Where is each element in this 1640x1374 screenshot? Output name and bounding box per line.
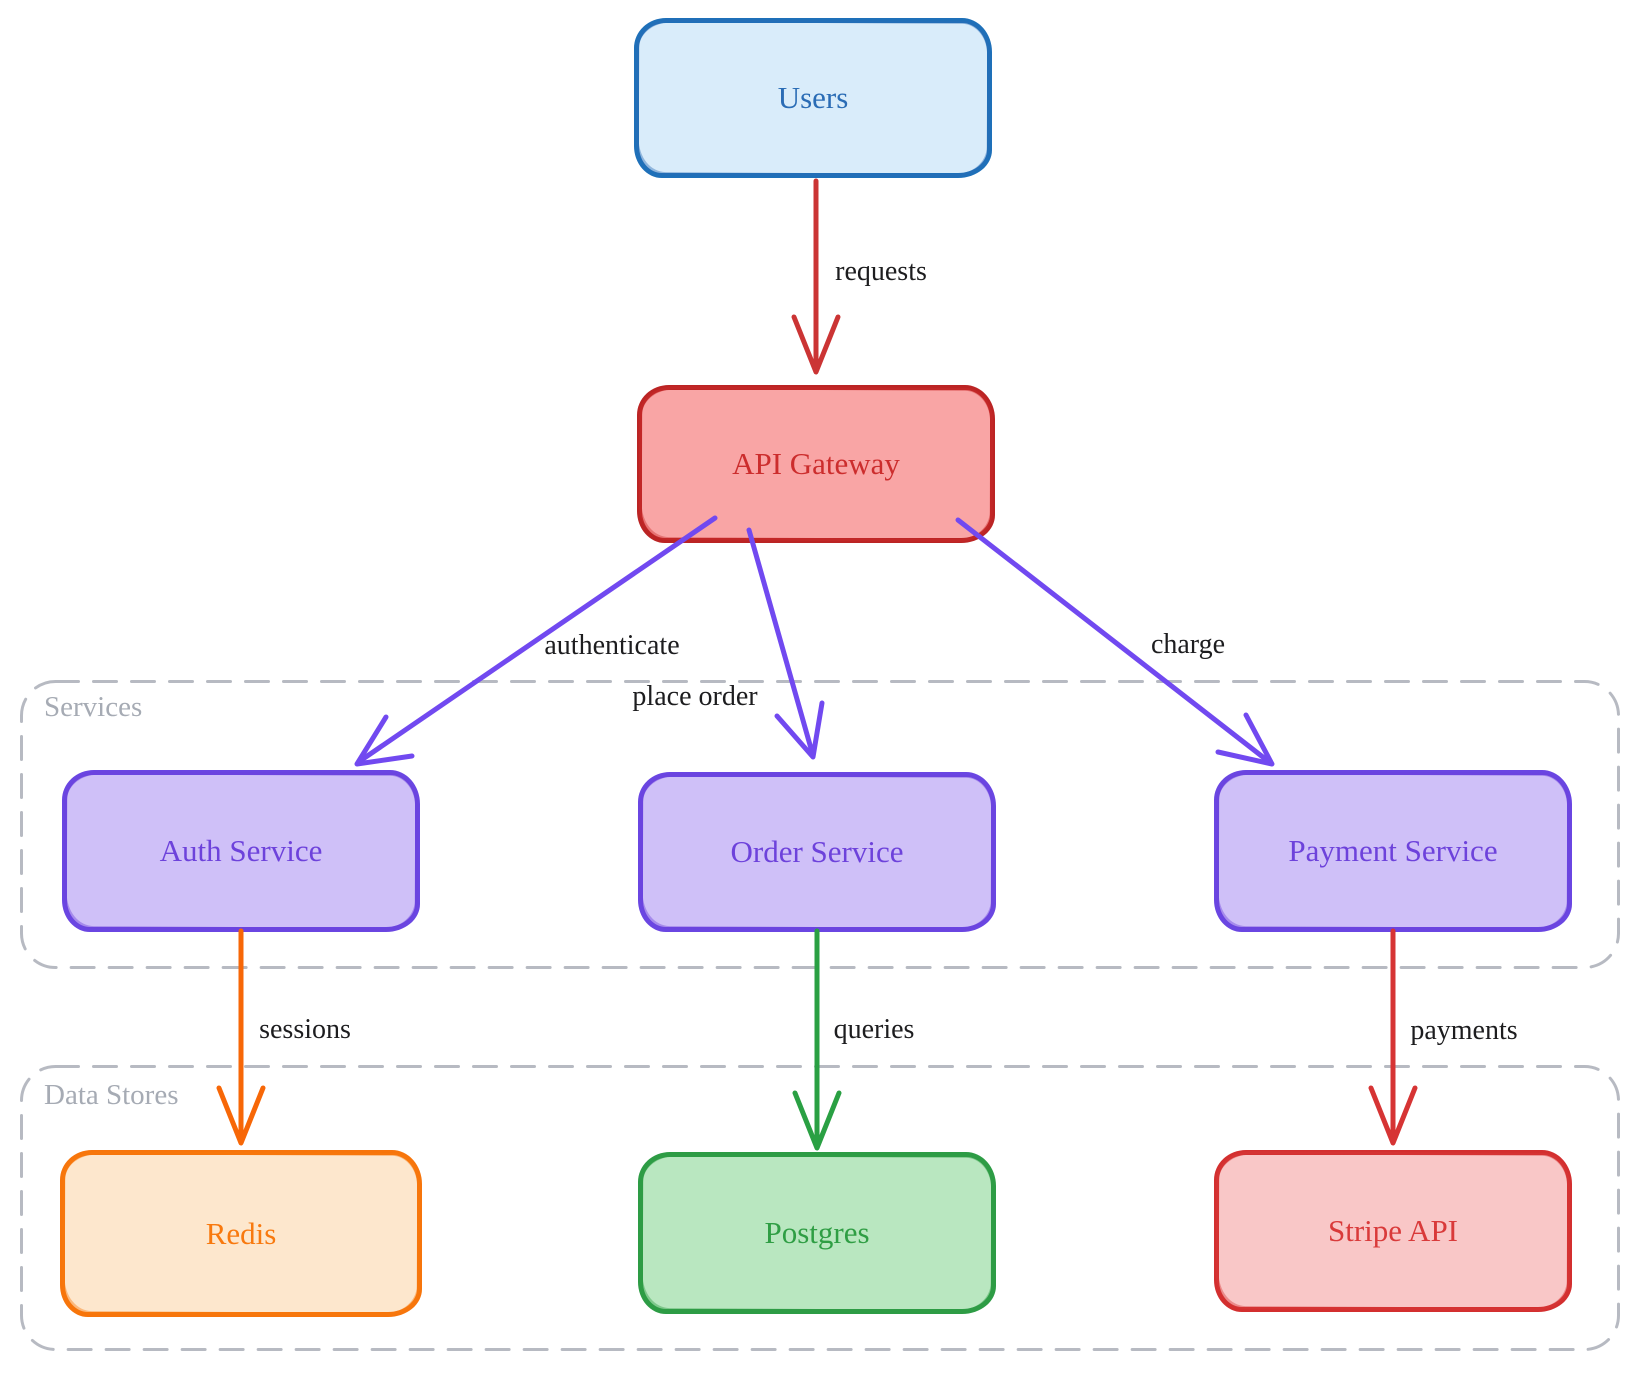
node-users-label: Users xyxy=(777,80,849,115)
node-auth-service-label: Auth Service xyxy=(159,833,323,868)
edge-sessions-arrow xyxy=(216,928,266,1146)
node-stripe-api: Stripe API xyxy=(1214,1150,1572,1312)
edge-label-place-order: place order xyxy=(632,681,758,712)
edge-place-order-arrow xyxy=(746,527,825,760)
edge-queries-arrow xyxy=(792,928,842,1151)
edge-requests-arrow xyxy=(791,178,841,375)
node-postgres-label: Postgres xyxy=(764,1215,870,1250)
group-data-stores-label: Data Stores xyxy=(44,1079,179,1111)
edge-label-authenticate: authenticate xyxy=(544,630,680,661)
node-order-service-label: Order Service xyxy=(730,834,904,869)
node-api-gateway: API Gateway xyxy=(637,385,995,543)
edge-label-sessions: sessions xyxy=(259,1014,351,1045)
node-payment-service-label: Payment Service xyxy=(1288,833,1498,868)
edge-label-requests: requests xyxy=(835,256,927,287)
node-redis: Redis xyxy=(60,1150,422,1317)
node-auth-service: Auth Service xyxy=(62,770,420,932)
edge-label-queries: queries xyxy=(833,1014,915,1045)
node-payment-service: Payment Service xyxy=(1214,770,1572,932)
edge-label-charge: charge xyxy=(1150,629,1226,660)
node-users: Users xyxy=(634,18,992,178)
node-stripe-api-label: Stripe API xyxy=(1327,1213,1459,1248)
group-services-label: Services xyxy=(44,691,143,723)
edge-payments-arrow xyxy=(1368,928,1418,1146)
node-redis-label: Redis xyxy=(205,1215,277,1251)
node-api-gateway-label: API Gateway xyxy=(732,446,900,481)
node-postgres: Postgres xyxy=(638,1152,996,1314)
edge-label-payments: payments xyxy=(1410,1015,1518,1046)
node-order-service: Order Service xyxy=(638,772,996,932)
